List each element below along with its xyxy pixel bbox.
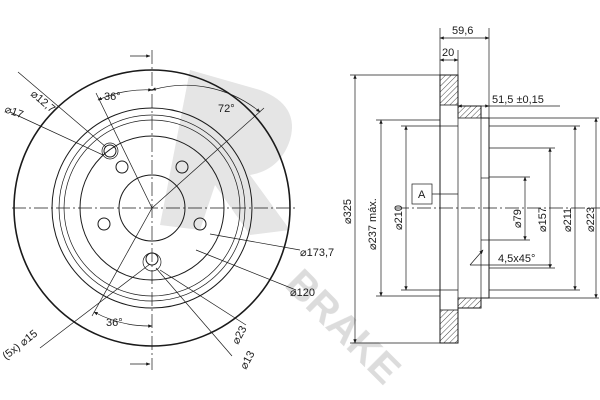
leader-d13	[155, 267, 233, 357]
label-51-5: 51,5 ±0,15	[492, 94, 544, 106]
watermark-r-shape	[160, 70, 292, 235]
label-angle-36-bottom: 36°	[106, 317, 123, 329]
leader-d23	[159, 269, 247, 326]
label-d223: ⌀223	[585, 207, 597, 232]
locating-hole	[103, 144, 117, 158]
label-59-6: 59,6	[452, 25, 473, 37]
label-20: 20	[442, 47, 454, 59]
section-hatch-hat-top	[457, 105, 482, 119]
label-holes-15: (5x) ⌀15	[0, 328, 40, 363]
label-d17: ⌀17	[3, 104, 25, 122]
label-d23: ⌀23	[230, 324, 249, 346]
label-chamfer: 4,5x45°	[498, 253, 535, 265]
bolt-hole	[193, 217, 207, 231]
label-d120: ⌀120	[290, 287, 315, 299]
watermark-text: BRAKE	[277, 261, 409, 393]
angle-arc-36-top	[97, 88, 153, 101]
label-d13: ⌀13	[238, 349, 257, 371]
label-d210: ⌀210	[393, 205, 405, 230]
bolt-hole	[175, 160, 189, 174]
chamfer-pointer	[469, 249, 484, 266]
section-hatch-bottom	[439, 309, 459, 344]
label-d325: ⌀325	[342, 199, 354, 224]
leader-36-left	[95, 92, 153, 209]
center-bore-circle	[118, 174, 186, 242]
label-datum-a: A	[418, 189, 426, 201]
disc-outer-circle	[13, 69, 291, 347]
locating-hole-counterbore	[101, 142, 119, 160]
leader-d120	[195, 249, 297, 291]
label-d79: ⌀79	[512, 209, 524, 228]
label-d12-7: ⌀12,7	[28, 88, 57, 115]
label-d211: ⌀211	[562, 208, 574, 232]
label-angle-36-top: 36°	[104, 91, 121, 103]
bolt-hole-counterbore	[142, 252, 162, 272]
label-d237: ⌀237 máx.	[367, 198, 379, 250]
label-d157: ⌀157	[537, 207, 549, 232]
leader-36-bottom-left	[91, 207, 153, 317]
hat-outer-circle	[58, 114, 246, 302]
leader-d15	[39, 263, 151, 349]
leader-72-right	[151, 107, 265, 209]
label-angle-72: 72°	[218, 103, 235, 115]
leader-d12-7	[17, 71, 107, 148]
side-view: 59,6 20 51,5 ±0,15 ⌀325 ⌀237 máx. ⌀210 A…	[342, 25, 600, 344]
bolt-hole	[115, 160, 129, 174]
section-hatch-top	[439, 74, 459, 106]
hat-face-circle	[79, 135, 225, 281]
bolt-hole	[97, 217, 111, 231]
label-d173-7: ⌀173,7	[300, 247, 334, 259]
angle-arc-36-bottom	[93, 311, 153, 328]
leader-d17	[9, 111, 104, 156]
angle-arc-72	[151, 84, 261, 113]
section-hatch-hat-bottom	[457, 297, 482, 309]
hat-step-circle	[63, 119, 241, 297]
leader-d173-7	[209, 233, 301, 251]
